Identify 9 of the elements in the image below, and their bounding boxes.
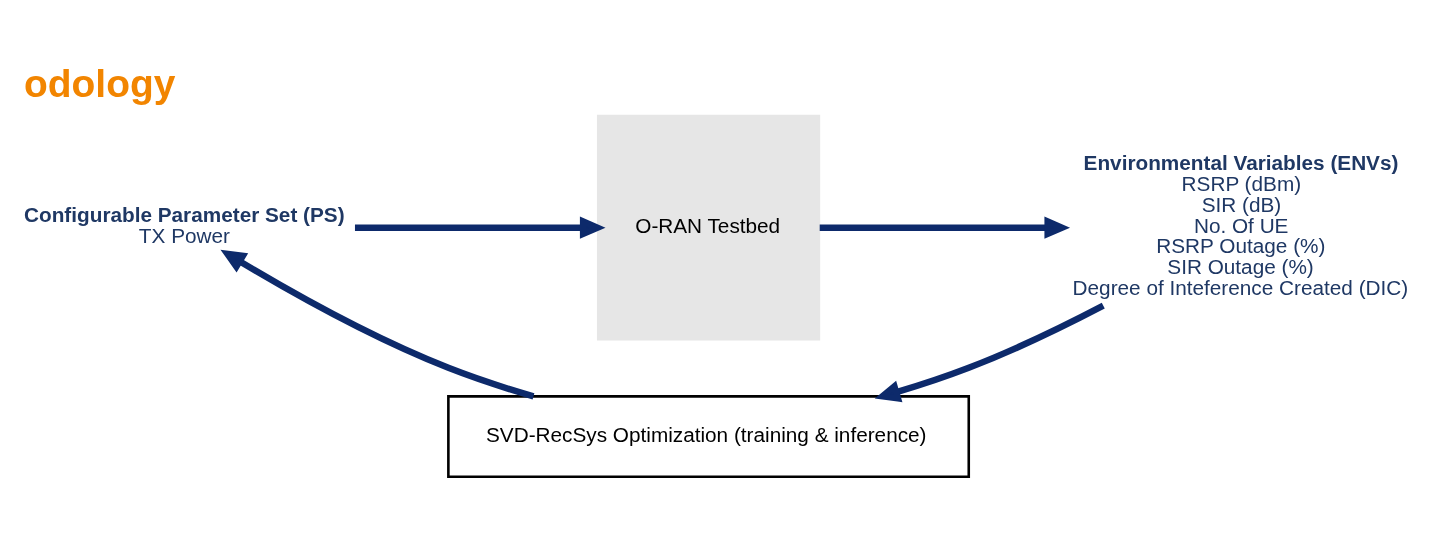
arrow bbox=[819, 215, 1071, 239]
node-box: SVD-RecSys Optimization (training & inference) bbox=[447, 394, 971, 478]
arrow bbox=[354, 215, 606, 239]
diagram-title: odology bbox=[24, 61, 176, 105]
node-box: O-RAN Testbed bbox=[596, 114, 821, 341]
node-text: Configurable Parameter Set (PS) TX Power bbox=[24, 202, 345, 247]
arrow bbox=[220, 249, 535, 399]
arrow bbox=[874, 302, 1105, 402]
node-text: Environmental Variables (ENVs) RSRP (dBm) SIR (dB) No. Of UE RSRP Outage (%) SIR Outage (%) Degree of Inteference Created (DIC) bbox=[1072, 150, 1409, 299]
